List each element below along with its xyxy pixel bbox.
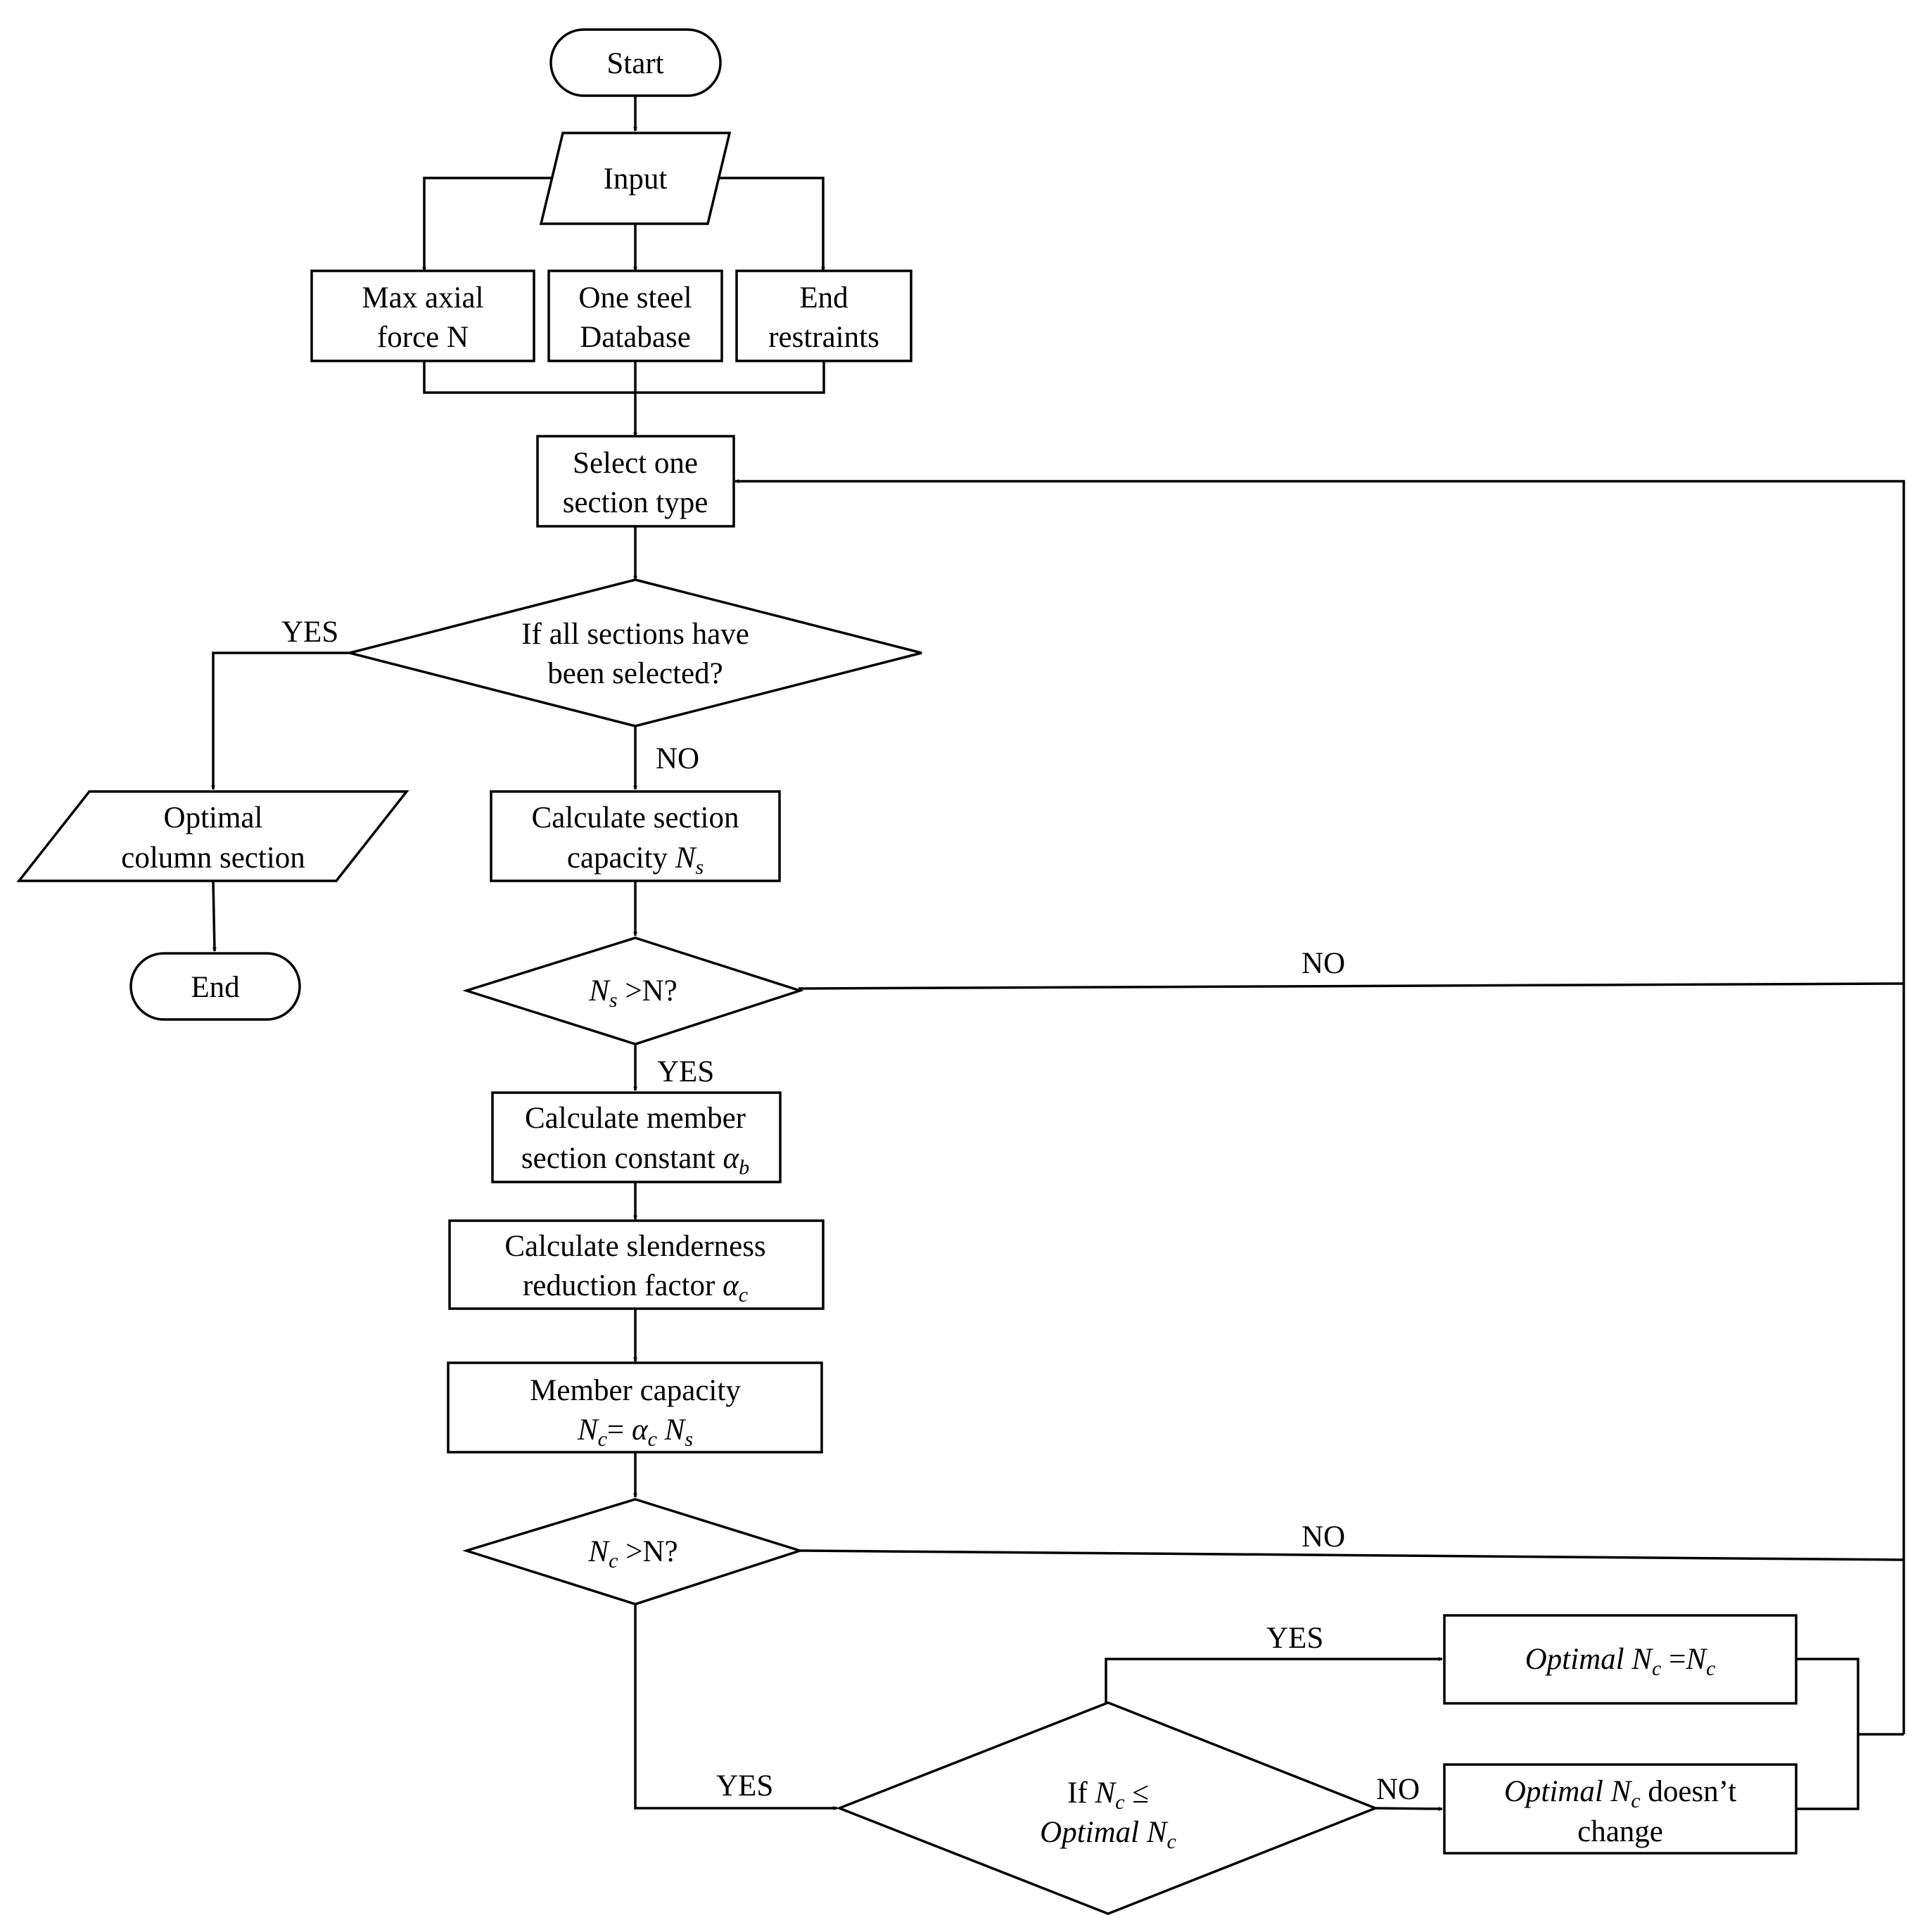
keep-optimal-box — [1443, 1763, 1798, 1855]
compare-label-2: Optimal Nc — [1040, 1816, 1176, 1853]
restraints-box — [735, 269, 912, 362]
restraints-label-2: restraints — [768, 321, 879, 354]
start-label: Start — [606, 47, 663, 80]
connectors — [211, 96, 1905, 1811]
edge-output-end — [212, 880, 217, 952]
edge-compare-no — [1375, 1806, 1443, 1811]
all-selected-label-2: been selected? — [547, 657, 723, 690]
edge-label-cmp-no: NO — [1376, 1773, 1420, 1806]
update-optimal-box — [1443, 1614, 1798, 1705]
ns-check-label: Ns >N? — [588, 974, 678, 1012]
compare-label-1: If Nc ≤ — [1067, 1777, 1149, 1814]
end-label: End — [191, 971, 239, 1004]
database-label-2: Database — [580, 321, 691, 354]
edge-input-maxaxial — [422, 177, 559, 272]
restraints-label-1: End — [799, 281, 848, 314]
all-selected-decision — [349, 578, 922, 727]
input-parallelogram — [539, 132, 732, 225]
edge-label-ns-no: NO — [1302, 947, 1345, 980]
edge-nccheck-yes — [634, 1604, 838, 1810]
edge-results-merge — [1796, 1658, 1859, 1810]
section-cap-label-2: capacity Ns — [567, 841, 704, 879]
edge-decision-yes — [211, 652, 350, 790]
member-capacity-box — [447, 1361, 823, 1454]
update-optimal-label: Optimal Nc =Nc — [1525, 1643, 1716, 1680]
edge-nccheck-no — [799, 1549, 1904, 1561]
member-const-label-1: Calculate member — [525, 1102, 746, 1135]
edge-label-nc-yes: YES — [716, 1769, 773, 1803]
max-axial-label-2: force N — [377, 321, 469, 354]
slender-label-2: reduction factor αc — [523, 1269, 748, 1307]
edge-label-all-yes: YES — [281, 616, 338, 649]
select-label-1: Select one — [573, 447, 698, 480]
max-axial-box — [310, 269, 535, 362]
compare-decision — [836, 1701, 1379, 1915]
max-axial-label-1: Max axial — [362, 281, 483, 314]
optimal-out-label-2: column section — [121, 841, 305, 875]
keep-optimal-label-1: Optimal Nc doesn’t — [1504, 1775, 1736, 1812]
node-labels: Start Input Max axial force N One steel … — [121, 47, 1736, 1853]
edge-label-cmp-yes: YES — [1266, 1622, 1323, 1655]
optimal-out-label-1: Optimal — [164, 801, 263, 834]
edge-label-nc-no: NO — [1302, 1520, 1345, 1553]
edge-nscheck-no — [798, 982, 1904, 990]
select-section-box — [536, 435, 735, 528]
edge-label-ns-yes: YES — [657, 1055, 714, 1088]
keep-optimal-label-2: change — [1577, 1815, 1663, 1848]
end-terminal — [129, 952, 301, 1021]
edge-input-restraints — [711, 177, 825, 272]
section-capacity-box — [490, 790, 781, 882]
start-terminal — [549, 28, 722, 97]
member-constant-box — [491, 1091, 782, 1183]
edge-merge-inputs — [423, 361, 825, 394]
nc-check-label: Nc >N? — [587, 1535, 678, 1572]
input-label: Input — [604, 163, 668, 196]
section-cap-label-1: Calculate section — [532, 801, 739, 834]
edge-compare-yes — [1105, 1657, 1443, 1703]
slenderness-box — [448, 1219, 825, 1310]
member-const-label-2: section constant αb — [521, 1142, 749, 1179]
nc-check-decision — [462, 1498, 804, 1606]
slender-label-1: Calculate slenderness — [504, 1230, 765, 1263]
database-box — [547, 269, 723, 362]
edge-loop-back — [734, 479, 1905, 1734]
member-cap-label-1: Member capacity — [530, 1374, 741, 1407]
shapes — [16, 28, 1798, 1915]
edge-labels: YES NO NO YES NO YES YES NO — [281, 616, 1420, 1806]
ns-check-decision — [462, 936, 804, 1046]
member-cap-label-2: Nc= αc Ns — [577, 1413, 693, 1451]
edge-label-all-no: NO — [656, 742, 699, 775]
database-label-1: One steel — [578, 281, 692, 314]
optimal-output-parallelogram — [16, 790, 409, 882]
select-label-2: section type — [563, 486, 708, 519]
all-selected-label-1: If all sections have — [521, 618, 749, 651]
